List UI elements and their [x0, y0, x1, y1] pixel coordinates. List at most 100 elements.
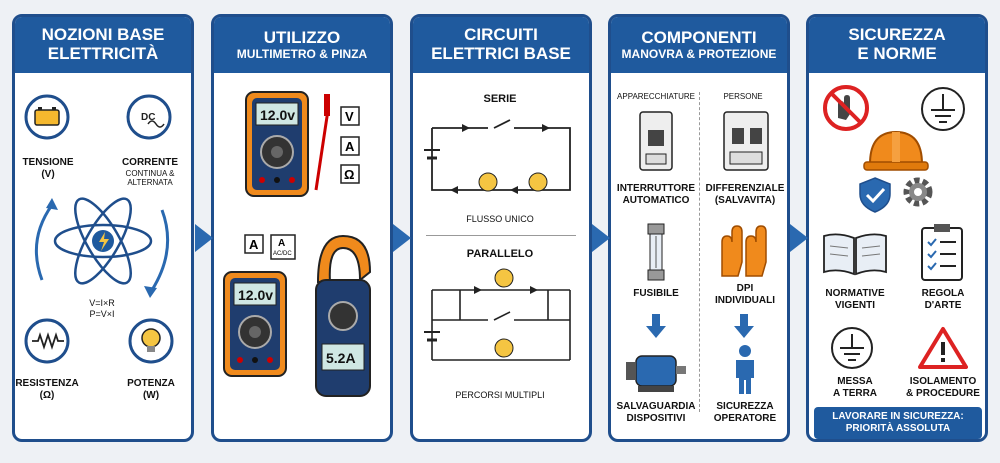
fuse-icon: [647, 223, 665, 281]
potenza-unit: (W): [142, 390, 160, 401]
meter-display-text: 12.0v: [238, 287, 273, 303]
isolamento-label2: & PROCEDURE: [906, 388, 980, 399]
flow-arrow-icon: [393, 224, 411, 252]
messa-label2: A TERRA: [832, 388, 878, 399]
dpi-label: DPI: [736, 283, 754, 294]
interruttore-label2: AUTOMATICO: [622, 195, 690, 206]
salvaguardia-label: SALVAGUARDIA: [616, 401, 696, 412]
col-persone: PERSONE: [723, 92, 763, 101]
tensione-label: TENSIONE: [22, 157, 74, 168]
panel-header: SICUREZZA E NORME: [809, 17, 985, 73]
clamp-display-text: 5.2A: [326, 350, 356, 366]
parallel-circuit-diagram: [424, 268, 571, 361]
flow-arrow-icon: [790, 224, 808, 252]
volt-tag-icon: V: [340, 106, 360, 126]
potenza-label: POTENZA: [127, 378, 175, 389]
checklist-icon: [921, 224, 963, 281]
panel-header: CIRCUITI ELETTRICI BASE: [413, 17, 589, 73]
formula-pvi: P=V×I: [89, 309, 115, 319]
panel-title: NOZIONI BASE: [41, 25, 165, 45]
cycle-arrow-icon: [34, 198, 170, 298]
banner-line2: PRIORITÀ ASSOLUTA: [845, 423, 951, 434]
dpi-label2: INDIVIDUALI: [715, 295, 775, 306]
book-icon: [823, 233, 887, 276]
resistenza-label: RESISTENZA: [15, 378, 79, 389]
tag-ohm: Ω: [344, 167, 354, 182]
resistenza-unit: (Ω): [39, 390, 55, 401]
panel-circuits: CIRCUITI ELETTRICI BASE: [410, 14, 592, 442]
resistor-icon: [24, 318, 70, 364]
panel-basics: NOZIONI BASE ELETTRICITÀ: [12, 14, 194, 442]
series-circuit-diagram: [424, 119, 571, 194]
tag-a2: A: [249, 237, 259, 252]
formula-vir: V=I×R: [89, 298, 115, 308]
panel-header: COMPONENTI MANOVRA & PROTEZIONE: [611, 17, 787, 73]
warning-icon: [918, 327, 968, 369]
gloves-icon: [721, 225, 767, 277]
corrente-sub2: ALTERNATA: [127, 178, 173, 187]
panel-subtitle: MANOVRA & PROTEZIONE: [621, 46, 777, 61]
panel-title: COMPONENTI: [641, 28, 757, 48]
interruttore-label: INTERRUTTORE: [616, 183, 696, 194]
tag-v: V: [345, 109, 354, 124]
current-icon: DC: [126, 94, 172, 140]
banner-line1: LAVORARE IN SICUREZZA:: [832, 410, 964, 422]
sicurezza-label: SICUREZZA: [716, 401, 774, 412]
down-arrow-icon: [734, 314, 754, 338]
col-apparecchiature: APPARECCHIATURE: [617, 92, 695, 101]
isolamento-label: ISOLAMENTO: [909, 376, 977, 387]
column-divider: [699, 92, 700, 412]
divider: [426, 235, 576, 236]
no-touch-icon: [823, 85, 869, 131]
normative-label2: VIGENTI: [834, 300, 875, 311]
acdc-tag-icon: A AC/DC: [270, 234, 296, 260]
panel-subtitle: ELETTRICI BASE: [431, 44, 571, 63]
salvaguardia-label2: DISPOSITIVI: [626, 413, 686, 424]
flow-arrow-icon: [592, 224, 610, 252]
gear-icon: [903, 177, 933, 207]
fusibile-label: FUSIBILE: [633, 288, 679, 299]
down-arrow-icon: [646, 314, 666, 338]
regola-label2: D'ARTE: [924, 300, 962, 311]
parallelo-label: PARALLELO: [466, 248, 534, 260]
bulb-icon: [128, 318, 174, 364]
flow-arrow-icon: [195, 224, 213, 252]
percorsi-label: PERCORSI MULTIPLI: [455, 390, 545, 400]
dc-text: DC: [141, 112, 155, 123]
flusso-label: FLUSSO UNICO: [466, 214, 534, 224]
multimeter-icon: 12.0v: [245, 91, 309, 197]
clamp-meter-icon: 5.2A: [315, 234, 372, 397]
regola-label: REGOLA: [921, 288, 965, 299]
amp-tag-icon: A: [244, 234, 264, 254]
battery-icon: [24, 94, 70, 140]
meter-display-text: 12.0v: [260, 107, 295, 123]
breaker-icon: [639, 111, 673, 171]
motor-icon: [626, 355, 686, 392]
atom-icon: [53, 197, 153, 285]
shield-check-icon: [859, 177, 891, 213]
panel-header: NOZIONI BASE ELETTRICITÀ: [15, 17, 191, 73]
normative-label: NORMATIVE: [825, 288, 885, 299]
panel-title: SICUREZZA: [848, 25, 946, 45]
panel-subtitle: ELETTRICITÀ: [47, 44, 159, 63]
probe-icon: [314, 94, 330, 191]
safety-banner: LAVORARE IN SICUREZZA: PRIORITÀ ASSOLUTA: [814, 407, 982, 439]
tag-a3: A: [278, 238, 285, 249]
differenziale-label: DIFFERENZIALE: [705, 183, 785, 194]
panel-title: CIRCUITI: [464, 25, 538, 45]
tag-acdc: AC/DC: [273, 251, 292, 257]
tag-a: A: [345, 139, 355, 154]
multimeter-icon: 12.0v: [223, 271, 287, 377]
rcd-icon: [723, 111, 769, 171]
corrente-sub: CONTINUA &: [125, 169, 175, 178]
messa-label: MESSA: [837, 376, 873, 387]
tensione-unit: (V): [41, 169, 55, 180]
panel-title: UTILIZZO: [263, 28, 341, 48]
serie-label: SERIE: [483, 93, 517, 105]
panel-subtitle: E NORME: [857, 44, 937, 63]
corrente-label: CORRENTE: [121, 157, 179, 168]
panel-header: UTILIZZO MULTIMETRO & PINZA: [214, 17, 390, 73]
amp-tag-icon: A: [340, 136, 360, 156]
differenziale-label2: (SALVAVITA): [714, 195, 776, 206]
ohm-tag-icon: Ω: [340, 164, 360, 184]
